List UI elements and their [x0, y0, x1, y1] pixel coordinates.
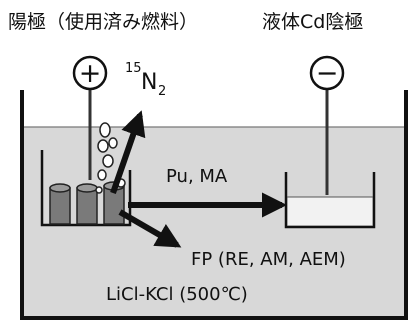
cathode-terminal [309, 55, 345, 91]
fp-label: FP (RE, AM, AEM) [191, 249, 346, 270]
cathode-label: 液体Cd陰極 [262, 11, 363, 33]
n2-element: N [141, 70, 157, 95]
minus-sign-icon: − [316, 58, 339, 89]
pu-ma-label: Pu, MA [166, 166, 228, 187]
n2-arrow [110, 110, 146, 194]
anode-basket [40, 150, 132, 227]
outer-vessel [20, 90, 408, 320]
n2-mass-number: 15 [125, 61, 142, 76]
n2-subscript: 2 [158, 84, 166, 99]
fp-arrow [118, 209, 182, 248]
electrolyte-label: LiCl-KCl (500℃) [106, 284, 248, 305]
anode-terminal [72, 55, 108, 91]
plus-sign-icon: + [79, 58, 102, 89]
anode-label: 陽極（使用済み燃料） [8, 11, 198, 33]
spent-fuel-pins [49, 181, 125, 225]
liquid-cd-pool [288, 197, 372, 225]
gas-bubbles [95, 122, 126, 194]
